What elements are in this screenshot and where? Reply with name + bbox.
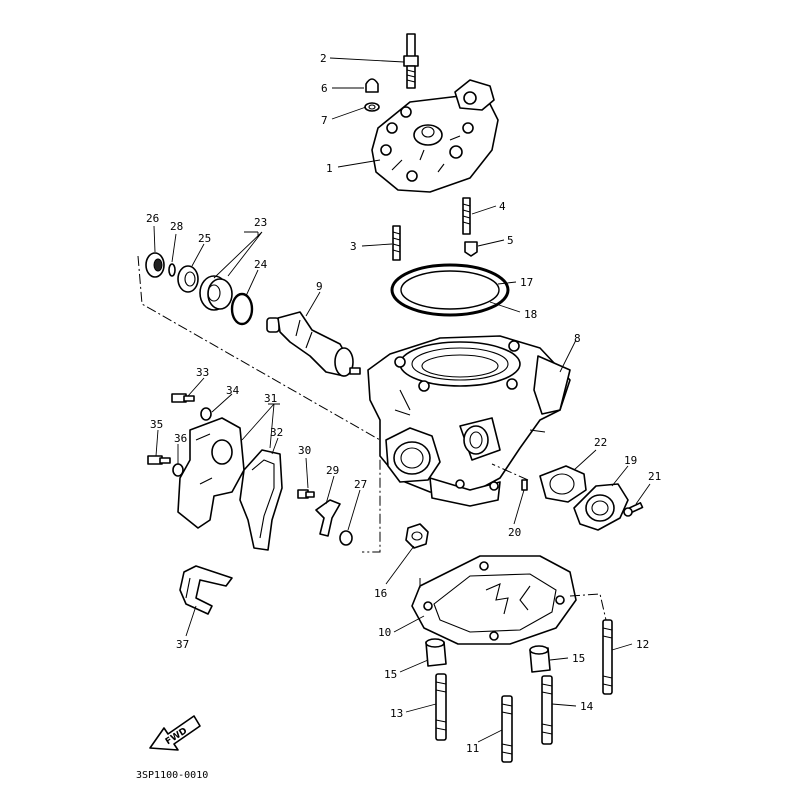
part-label-26: 26 — [146, 212, 159, 225]
part-label-21: 21 — [648, 470, 661, 483]
part-label-33: 33 — [196, 366, 209, 379]
part-label-30: 30 — [298, 444, 311, 457]
part-label-9: 9 — [316, 280, 323, 293]
diagram-reference-code: 3SP1100-0010 — [136, 770, 208, 781]
dowel-15-left — [425, 638, 447, 667]
valve-cover-31 — [177, 417, 245, 529]
clip-37 — [179, 565, 233, 615]
part-label-13: 13 — [390, 707, 403, 720]
part-label-28: 28 — [170, 220, 183, 233]
part-label-22: 22 — [594, 436, 607, 449]
part-label-24: 24 — [254, 258, 268, 271]
part-label-18: 18 — [524, 308, 537, 321]
part-label-34: 34 — [226, 384, 240, 397]
water-pump-parts — [145, 252, 254, 326]
part-label-16: 16 — [374, 587, 387, 600]
part-label-14: 14 — [580, 700, 594, 713]
part-label-29: 29 — [326, 464, 339, 477]
bolt-33 — [171, 393, 195, 403]
part-label-15-right: 15 — [572, 652, 585, 665]
base-gasket — [411, 555, 577, 645]
dowel-15-right — [529, 645, 551, 673]
part-label-31: 31 — [264, 392, 277, 405]
part-label-32: 32 — [270, 426, 283, 439]
stud-bolt-4 — [462, 197, 471, 235]
part-label-23: 23 — [254, 216, 267, 229]
part-label-12: 12 — [636, 638, 649, 651]
bolt-21 — [623, 502, 644, 517]
cylinder-head — [371, 79, 499, 193]
part-label-17: 17 — [520, 276, 533, 289]
nut-16 — [405, 523, 429, 549]
dowel-5 — [464, 241, 478, 257]
part-label-37: 37 — [176, 638, 189, 651]
assembly-line-pin — [491, 463, 529, 481]
cap-nut — [364, 78, 380, 112]
part-label-19: 19 — [624, 454, 637, 467]
part-label-3: 3 — [350, 240, 357, 253]
power-valve-shaft — [266, 311, 361, 377]
bolt-35 — [147, 455, 171, 465]
assembly-line-left — [137, 255, 381, 553]
gasket-32 — [239, 449, 283, 551]
forward-direction-arrow: FWD — [149, 715, 201, 751]
part-label-36: 36 — [174, 432, 187, 445]
part-label-20: 20 — [508, 526, 521, 539]
part-label-8: 8 — [574, 332, 581, 345]
cover-19 — [573, 483, 629, 531]
part-label-11: 11 — [466, 742, 479, 755]
part-label-25: 25 — [198, 232, 211, 245]
lever-29 — [315, 499, 341, 537]
pin-20 — [521, 479, 528, 491]
washer-27 — [339, 530, 353, 546]
stud-bolt-12 — [602, 619, 613, 695]
washer-34 — [200, 407, 212, 421]
cover-gasket-22 — [539, 465, 587, 503]
part-number-labels: 1 2 3 4 5 6 7 8 9 10 11 12 13 14 15 15 1… — [146, 52, 661, 755]
part-label-5: 5 — [507, 234, 514, 247]
part-label-1: 1 — [326, 162, 333, 175]
part-label-2: 2 — [320, 52, 327, 65]
cylinder-block — [367, 335, 571, 507]
leader-lines — [153, 57, 651, 743]
part-label-10: 10 — [378, 626, 391, 639]
spark-plug — [403, 33, 419, 89]
part-label-35: 35 — [150, 418, 163, 431]
part-label-7: 7 — [321, 114, 328, 127]
head-o-rings — [390, 263, 510, 317]
stud-bolt-14 — [541, 675, 553, 745]
stud-bolt-3 — [392, 225, 401, 261]
part-label-6: 6 — [321, 82, 328, 95]
stud-bolt-11 — [501, 695, 513, 763]
assembly-line-bottom — [419, 576, 607, 621]
part-label-27: 27 — [354, 478, 367, 491]
part-label-4: 4 — [499, 200, 506, 213]
bolt-30 — [297, 489, 315, 499]
stud-bolt-13 — [435, 673, 447, 741]
part-label-15-left: 15 — [384, 668, 397, 681]
